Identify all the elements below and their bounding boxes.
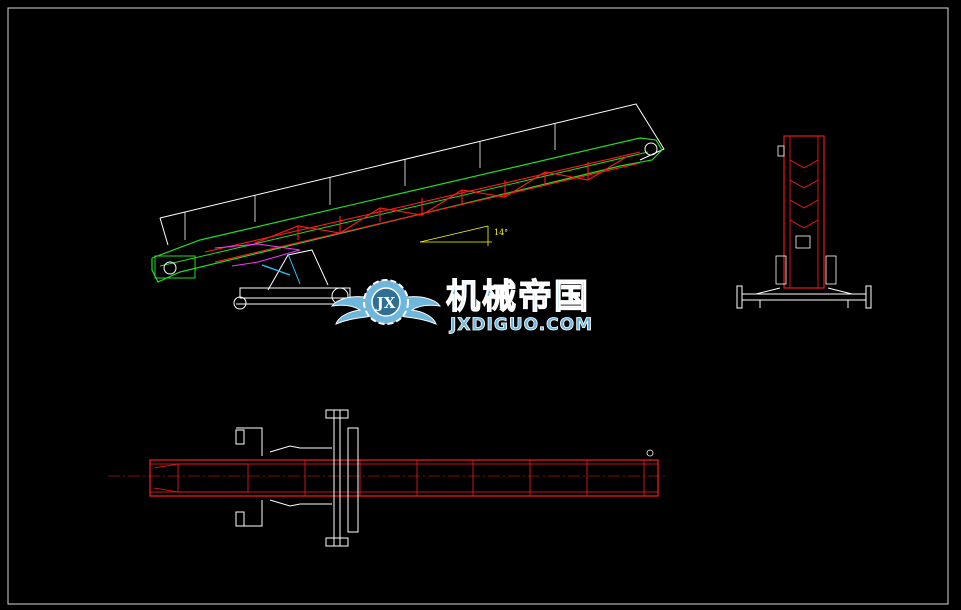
support-frame [267, 249, 329, 291]
magenta-belt [214, 243, 301, 267]
end-view [736, 135, 872, 309]
plan-cross-ties [304, 460, 645, 496]
angle-label: 14° [494, 228, 508, 237]
angle-indicator [419, 225, 492, 246]
side-envelope-outline [159, 103, 665, 219]
wing-left-icon [330, 296, 373, 325]
end-view-column [783, 135, 825, 289]
red-truss [204, 151, 641, 263]
end-view-chevrons [789, 159, 819, 229]
drawing-border [7, 7, 949, 605]
plan-view [108, 409, 668, 547]
watermark-logo: JX 机械帝国 JXDIGUO.COM [330, 276, 593, 335]
wing-right-icon [399, 296, 442, 325]
watermark-en: JXDIGUO.COM [449, 315, 593, 335]
side-elevation-view: 14° [151, 103, 665, 310]
tail-pulley [163, 261, 177, 275]
tail-box [154, 255, 196, 279]
base-chassis [233, 287, 351, 310]
envelope-ticks [184, 123, 556, 240]
end-view-base [736, 285, 872, 309]
watermark-cn: 机械帝国 [446, 277, 590, 317]
plan-axle-assembly [235, 409, 359, 547]
plan-conveyor-body [149, 459, 659, 497]
head-pulley [644, 142, 658, 156]
green-top-rail [151, 137, 663, 283]
badge-text: JX [375, 294, 396, 312]
